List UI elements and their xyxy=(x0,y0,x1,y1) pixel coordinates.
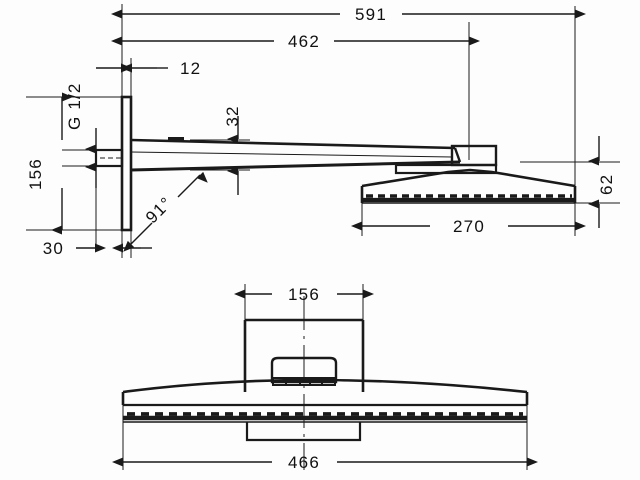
wall-flange-plate xyxy=(120,95,133,232)
dimension-g12: G 1/2 xyxy=(65,82,97,188)
dimension-591: 591 xyxy=(111,5,586,24)
shower-arm xyxy=(130,137,462,172)
dimension-label-front-466: 466 xyxy=(288,453,320,472)
dimension-label-462: 462 xyxy=(288,32,320,51)
dimension-label-270: 270 xyxy=(453,217,485,236)
dimension-62: 62 xyxy=(588,136,616,228)
dimension-label-62: 62 xyxy=(597,174,616,195)
dimension-270: 270 xyxy=(351,217,586,236)
dimension-front-156: 156 xyxy=(234,285,374,304)
shower-head-body-front xyxy=(121,378,529,442)
dimension-label-g12: G 1/2 xyxy=(65,82,84,130)
dimension-32: 32 xyxy=(223,105,242,195)
dimension-label-front-156: 156 xyxy=(288,285,320,304)
dimension-label-156: 156 xyxy=(26,158,45,190)
side-elevation-view: 591 462 12 32 156 xyxy=(26,4,620,258)
extension-lines xyxy=(26,4,620,258)
dimension-label-12: 12 xyxy=(180,59,201,78)
shower-head-body-side xyxy=(360,168,577,204)
dimension-label-30: 30 xyxy=(43,239,64,258)
thread-connector xyxy=(94,148,124,168)
head-attachment-block xyxy=(394,144,498,175)
front-elevation-view: 156 466 xyxy=(112,284,538,472)
dimension-30: 30 xyxy=(43,239,152,258)
dimension-label-32: 32 xyxy=(223,105,242,126)
dimension-156: 156 xyxy=(26,92,73,235)
dimension-462: 462 xyxy=(111,32,480,51)
dimension-91-degrees: 91° xyxy=(123,171,208,252)
dimension-label-591: 591 xyxy=(355,5,387,24)
dimension-label-91: 91° xyxy=(142,193,176,227)
dimension-12: 12 xyxy=(96,59,201,78)
dimension-front-466: 466 xyxy=(112,453,538,472)
